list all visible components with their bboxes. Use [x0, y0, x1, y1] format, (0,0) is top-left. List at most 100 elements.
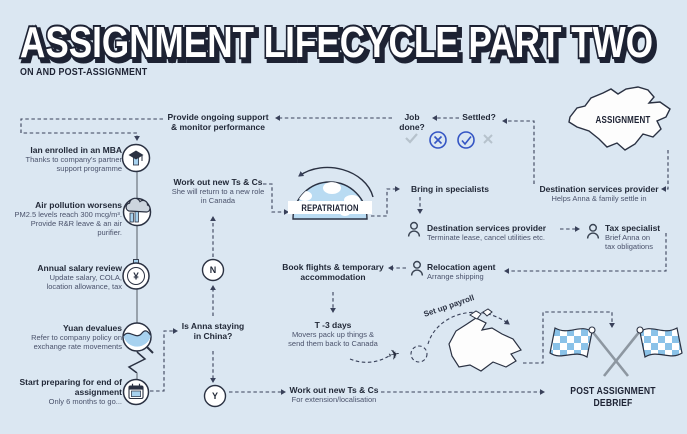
globe-rotation-arrow	[298, 166, 374, 198]
ongoing-support-label: Provide ongoing support & monitor perfor…	[155, 112, 281, 132]
bring-specialists-label: Bring in specialists	[411, 184, 489, 194]
page-title-text: ASSIGNMENT LIFECYCLE PART TWO	[20, 18, 653, 67]
china-map	[568, 86, 671, 151]
item-desc: support programme	[56, 164, 122, 174]
item-title: Air pollution worsens	[35, 200, 122, 210]
t3days-title: T -3 days	[314, 320, 352, 330]
t3days-desc: Movers pack up things &	[291, 330, 375, 340]
dashed-connectors	[20, 115, 669, 395]
connector-globe-to-specialists	[371, 186, 401, 217]
work-out-tscs-2: Work out new Ts & Cs For extension/local…	[276, 385, 392, 404]
staying-line2: in China?	[193, 331, 233, 342]
page-title-shadow: ASSIGNMENT LIFECYCLE PART TWO	[23, 21, 656, 70]
relocation-title: Relocation agent	[427, 262, 496, 272]
item-title: Ian enrolled in an MBA	[30, 145, 122, 155]
connector-loop-to-timeline	[20, 118, 163, 142]
job-done-label: Job done?	[399, 112, 425, 133]
connector-china-to-dsp	[660, 150, 669, 192]
tax-desc: Brief Anna on	[605, 233, 651, 243]
t3days-desc: send them back to Canada	[288, 339, 378, 349]
connector-tax-to-relocation	[503, 233, 667, 274]
ongoing-support-line2: & monitor performance	[171, 122, 265, 133]
timeline-item-end-prep: Start preparing for end of assignment On…	[8, 377, 122, 406]
connector-dsp-to-settled	[501, 118, 535, 184]
canada-map	[448, 308, 522, 372]
airplane-icon: ✈	[387, 345, 402, 363]
connector-payroll-arc	[427, 311, 510, 345]
assignment-label: ASSIGNMENT	[595, 115, 651, 126]
ongoing-support-line1: Provide ongoing support	[167, 112, 269, 122]
dsp-terminate-title: Destination services provider	[427, 223, 547, 233]
item-desc: location allowance, tax	[46, 282, 122, 292]
item-desc: PM2.5 levels reach 300 mcg/m³.	[14, 210, 122, 220]
exchange-chart-icon	[122, 322, 154, 354]
dsp-settle-title: Destination services provider	[539, 184, 659, 194]
decision-y-circle	[203, 384, 227, 408]
decision-n-circle	[201, 258, 225, 282]
book-flights-label: Book flights & temporary accommodation	[272, 262, 394, 282]
tax-title: Tax specialist	[605, 223, 661, 233]
work-out-tscs-1: Work out new Ts & Cs She will return to …	[158, 177, 278, 205]
item-desc: Update salary, COLA,	[49, 273, 122, 283]
page-title: ASSIGNMENT LIFECYCLE PART TWO ASSIGNMENT…	[18, 16, 659, 73]
tax-desc: tax obligations	[605, 242, 653, 252]
zigzag-break	[127, 351, 147, 374]
timeline-item-salary: Annual salary review Update salary, COLA…	[8, 263, 122, 291]
t3days-label: T -3 days Movers pack up things & send t…	[285, 320, 381, 348]
item-title: Annual salary review	[37, 263, 122, 273]
staying-line1: Is Anna staying	[181, 321, 245, 331]
jobdone-cross-circle-icon	[429, 131, 447, 149]
workout2-title: Work out new Ts & Cs	[289, 385, 379, 395]
connector-workout1-to-globe	[263, 183, 290, 215]
workout1-desc: in Canada	[200, 196, 236, 206]
post-assignment-debrief-label: POST ASSIGNMENT DEBRIEF	[570, 385, 656, 409]
item-desc: Thanks to company's partner	[25, 155, 122, 165]
page-subtitle: ON AND POST-ASSIGNMENT	[20, 66, 148, 78]
dsp-settle-label: Destination services provider Helps Anna…	[528, 184, 670, 203]
coin-icon: ¥	[122, 259, 150, 290]
checkered-flags-icon	[549, 326, 683, 377]
repatriation-banner	[288, 201, 372, 214]
settled-check-circle-icon	[457, 131, 475, 149]
relocation-person-icon	[410, 260, 424, 277]
workout1-title: Work out new Ts & Cs	[173, 177, 263, 187]
dsp-settle-desc: Helps Anna & family settle in	[551, 194, 647, 204]
graduation-cap-icon	[121, 143, 151, 173]
calendar-icon	[122, 378, 150, 406]
item-title: Start preparing for end of assignment	[19, 377, 122, 398]
timeline-item-mba: Ian enrolled in an MBA Thanks to company…	[8, 145, 122, 173]
item-title: Yuan devalues	[62, 323, 122, 333]
repatriation-label: REPATRIATION	[301, 203, 359, 214]
svg-text:¥: ¥	[133, 271, 139, 282]
connector-canada-to-flags	[523, 311, 615, 364]
settled-cross-icon	[483, 134, 493, 144]
pollution-cloud-icon	[122, 197, 152, 227]
tax-person-icon	[586, 223, 600, 240]
workout2-desc: For extension/localisation	[291, 395, 377, 405]
item-desc: Only 6 months to go...	[48, 397, 122, 407]
dsp-terminate-desc: Terminate lease, cancel utilities etc.	[427, 233, 545, 243]
item-desc: exchange rate movements	[33, 342, 122, 352]
tax-specialist-label: Tax specialist Brief Anna on tax obligat…	[605, 223, 677, 251]
dsp-terminate-label: Destination services provider Terminate …	[427, 223, 562, 242]
staying-question: Is Anna staying in China?	[163, 321, 263, 341]
book-flights-line2: accommodation	[300, 272, 366, 283]
book-flights-line1: Book flights & temporary	[282, 262, 384, 272]
decision-n-label: N	[209, 265, 217, 275]
settled-label: Settled?	[462, 112, 496, 122]
relocation-desc: Arrange shipping	[427, 272, 484, 282]
repatriation-globe-icon	[288, 166, 374, 220]
item-desc: Refer to company policy on	[31, 333, 122, 343]
relocation-agent-label: Relocation agent Arrange shipping	[427, 262, 537, 281]
item-desc: Provide R&R leave & an air purifier.	[30, 219, 122, 238]
workout1-desc: She will return to a new role	[171, 187, 265, 197]
jobdone-check-icon	[405, 133, 418, 144]
timeline-item-yuan: Yuan devalues Refer to company policy on…	[8, 323, 122, 351]
connector-calendar-to-question	[150, 328, 179, 392]
dsp-person-icon	[407, 221, 421, 238]
timeline-item-pollution: Air pollution worsens PM2.5 levels reach…	[8, 200, 122, 237]
flight-path	[349, 355, 390, 363]
decision-y-label: Y	[211, 391, 218, 401]
